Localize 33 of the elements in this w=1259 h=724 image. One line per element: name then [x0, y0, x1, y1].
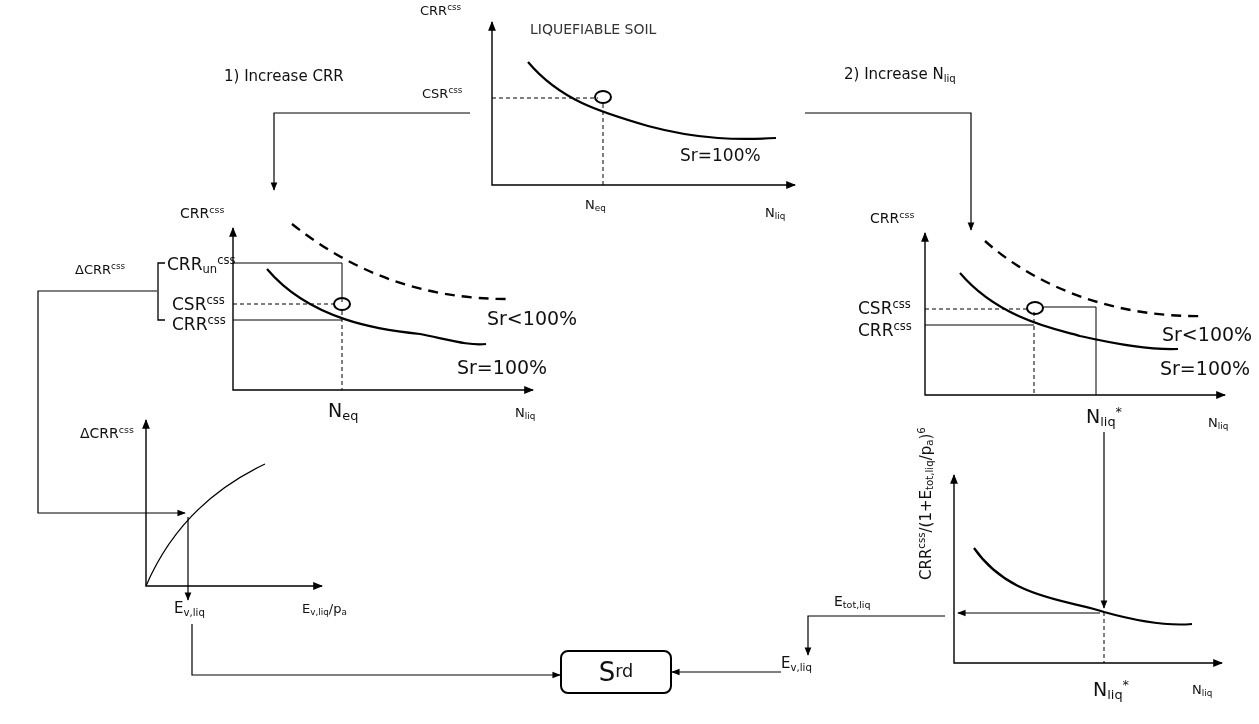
axis-label: CRR$^{css}$: [870, 210, 915, 227]
axis-label: N$_{liq}$: [1208, 416, 1229, 432]
tick-label: N$_{eq}$: [585, 198, 606, 214]
edge-label: E$_{tot,liq}$: [832, 594, 873, 611]
axis-label: N$_{liq}$: [515, 406, 536, 422]
curve-label: Sr=100%: [1160, 358, 1251, 379]
tick-label: N$_{eq}$: [328, 400, 359, 424]
tick-label: CRR$^{css}$: [172, 314, 226, 335]
axis-label: CRR$^{css}$: [420, 3, 462, 19]
tick-label: CSR$^{css}$: [172, 294, 225, 315]
arrow: [184, 516, 192, 601]
arrow: [804, 112, 975, 231]
curve-label: Sr<100%: [1162, 324, 1253, 345]
chart-title: LIQUEFIABLE SOIL: [530, 22, 657, 38]
axis-label: CRR$^{css}$: [180, 205, 225, 222]
arrow: [804, 615, 946, 656]
tick-label: CSR$^{css}$: [422, 86, 463, 102]
curve-label: Sr=100%: [457, 357, 548, 378]
arrow: [671, 668, 782, 676]
tick-label: CSR$^{css}$: [858, 298, 911, 319]
arrow: [1100, 431, 1108, 609]
arrow: [191, 623, 561, 679]
tick-label: CRR$^{css}$: [858, 320, 912, 341]
arrow: [37, 290, 186, 517]
axis-label: ΔCRR$^{css}$: [80, 425, 134, 442]
curve-label: Sr=100%: [680, 146, 761, 165]
edge-label: 1) Increase CRR: [222, 68, 346, 85]
arrow: [270, 112, 471, 191]
axis-value: E$_{v,liq}$: [174, 600, 205, 618]
curve-label: Sr<100%: [487, 308, 578, 329]
axis-label: N$_{liq}$: [765, 206, 786, 222]
edge-label: 2) Increase N$_{liq}$: [842, 66, 958, 84]
axis-value: E$_{v,liq}$: [781, 655, 812, 673]
